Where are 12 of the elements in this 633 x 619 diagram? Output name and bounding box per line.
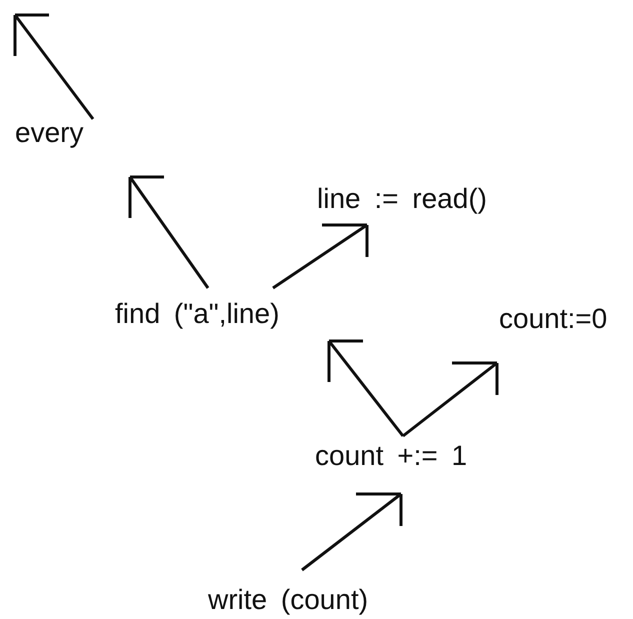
- expression-text: count:=0: [495, 305, 608, 363]
- arrow: [272, 224, 368, 290]
- arrow: [328, 340, 404, 437]
- arrow: [402, 362, 498, 438]
- arrow: [128, 176, 210, 289]
- expression-text: write (count): [208, 570, 368, 614]
- expression-text: find ("a",line): [115, 288, 306, 341]
- expression-text: every: [15, 119, 128, 177]
- expression-text: count +:= 1: [315, 436, 468, 494]
- arrow: [14, 14, 94, 120]
- arrow: [301, 492, 402, 572]
- expression-text: line := read(): [317, 185, 487, 225]
